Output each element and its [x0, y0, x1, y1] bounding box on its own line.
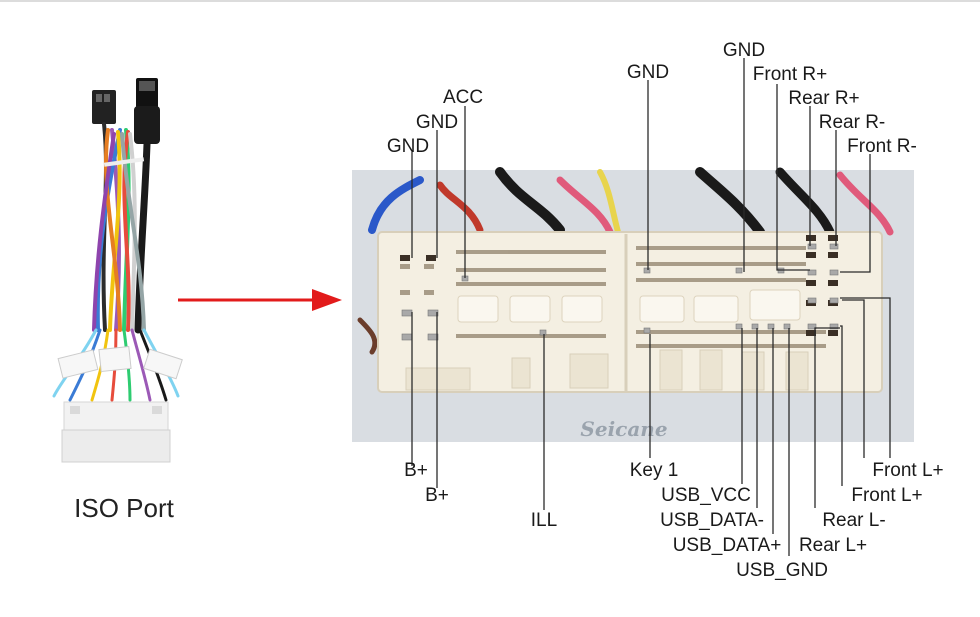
label-usb-data-minus: USB_DATA-: [660, 510, 764, 531]
label-usb-gnd: USB_GND: [736, 560, 828, 581]
connector-image: Seicane: [352, 167, 914, 442]
top-divider: [0, 0, 980, 2]
label-front-l-plus-2: Front L+: [851, 485, 922, 506]
leader-lines: [411, 58, 891, 556]
label-b-plus-2: B+: [425, 485, 449, 506]
label-gnd-1: GND: [387, 136, 429, 157]
label-gnd-2: GND: [416, 112, 458, 133]
label-usb-vcc: USB_VCC: [661, 485, 751, 506]
watermark: Seicane: [580, 417, 667, 441]
label-rear-r-minus: Rear R-: [819, 112, 886, 133]
arrow-icon: [178, 289, 342, 311]
label-b-plus-1: B+: [404, 460, 428, 481]
label-front-l-plus-1: Front L+: [872, 460, 943, 481]
label-usb-data-plus: USB_DATA+: [673, 535, 782, 556]
label-acc: ACC: [443, 87, 483, 108]
label-front-r-minus: Front R-: [847, 136, 917, 157]
left-caption: ISO Port: [74, 493, 174, 523]
label-ill: ILL: [531, 510, 557, 531]
label-rear-r-plus: Rear R+: [788, 88, 859, 109]
label-gnd-4: GND: [723, 40, 765, 61]
label-rear-l-minus: Rear L-: [822, 510, 885, 531]
wire-harness-image: [52, 78, 183, 463]
label-gnd-3: GND: [627, 62, 669, 83]
label-rear-l-plus: Rear L+: [799, 535, 867, 556]
label-key-1: Key 1: [630, 460, 679, 481]
label-front-r-plus: Front R+: [753, 64, 827, 85]
